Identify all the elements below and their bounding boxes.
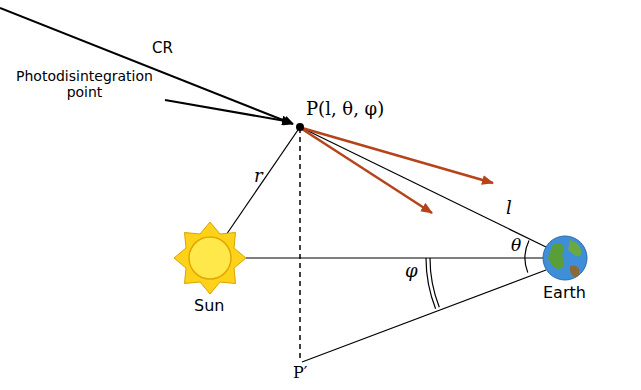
ray-label: CR <box>152 40 173 57</box>
earth-land <box>548 243 564 269</box>
sun-disk <box>189 237 231 279</box>
angle-label: φ <box>405 261 418 282</box>
projection-earth-line <box>302 270 546 362</box>
callout-label: Photodisintegration point <box>2 68 167 100</box>
sun-earth-line <box>246 257 543 258</box>
earth-globe <box>543 236 587 280</box>
r-line <box>224 127 300 238</box>
distance-label: r <box>254 166 263 187</box>
point-label: P′ <box>293 364 307 382</box>
l-line <box>300 127 546 247</box>
body-label: Sun <box>194 297 224 315</box>
cosmic-ray-arrow <box>0 8 293 124</box>
distance-label: l <box>506 198 512 219</box>
phi-arc <box>430 258 439 307</box>
angle-label: θ <box>511 236 521 256</box>
point-dot <box>296 123 304 131</box>
sun-rays <box>174 222 246 294</box>
phi-arc <box>426 258 436 309</box>
earth-land <box>568 240 581 256</box>
pointer-arrow <box>165 100 291 122</box>
earth-land <box>570 265 579 276</box>
fragment-arrow <box>302 129 432 213</box>
theta-arc <box>525 241 529 273</box>
body-label: Earth <box>543 284 586 302</box>
fragment-arrow <box>302 128 493 183</box>
point-label: P(l, θ, φ) <box>306 99 384 120</box>
projection-line <box>299 128 301 362</box>
